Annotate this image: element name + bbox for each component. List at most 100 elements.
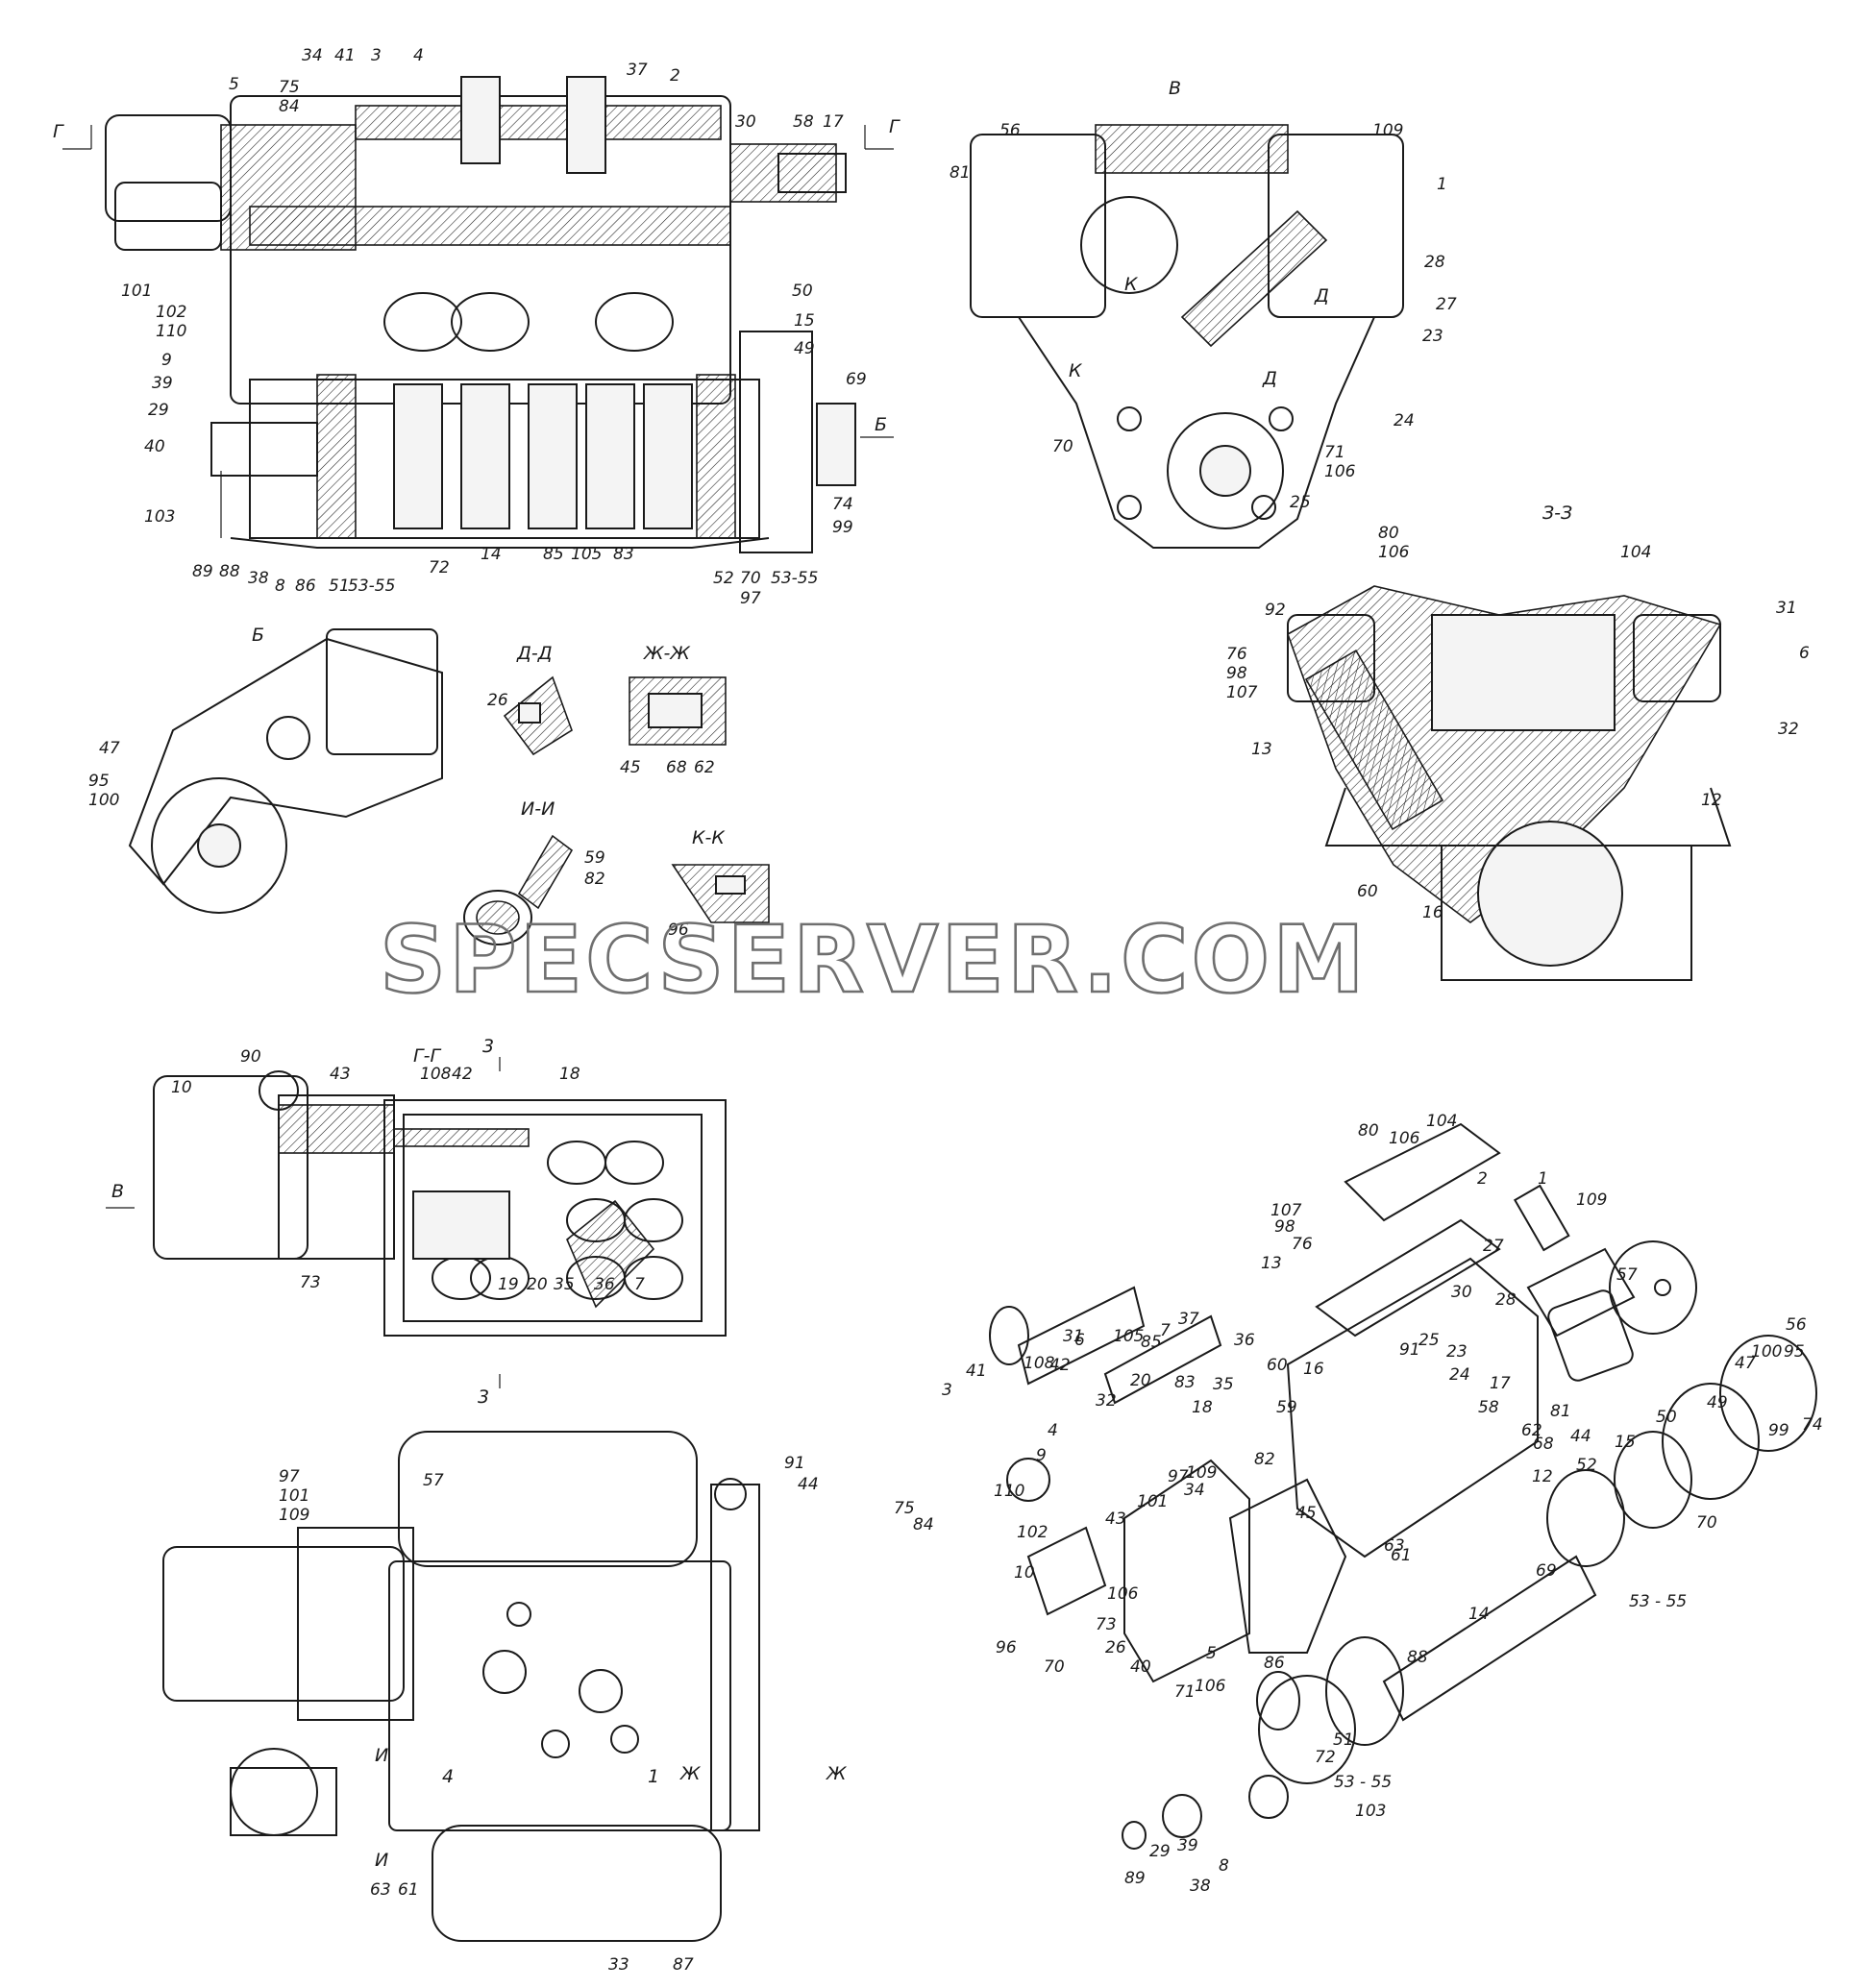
callout: 103 xyxy=(144,507,175,527)
callout: 20 xyxy=(527,1275,548,1294)
callout: 31 xyxy=(1776,599,1797,618)
section-kk-drawing xyxy=(671,864,770,923)
callout: 40 xyxy=(144,437,165,456)
callout: 69 xyxy=(1536,1561,1557,1581)
callout: 38 xyxy=(248,569,269,588)
callout: 97 xyxy=(740,589,761,608)
callout: 56 xyxy=(999,121,1021,140)
callout: 45 xyxy=(1295,1504,1317,1523)
callout: 90 xyxy=(240,1047,261,1067)
cylinder-number: 1 xyxy=(648,1766,659,1787)
callout: 95 xyxy=(88,772,110,791)
callout: 101 xyxy=(121,282,152,301)
section-title: Г-Г xyxy=(413,1045,441,1067)
callout: 81 xyxy=(1550,1402,1571,1421)
callout: 61 xyxy=(1391,1546,1412,1565)
callout: 43 xyxy=(1105,1509,1126,1529)
callout: 24 xyxy=(1394,411,1415,430)
callout: 101 xyxy=(1137,1492,1168,1511)
callout: 25 xyxy=(1290,493,1311,512)
view-marker: В xyxy=(111,1181,124,1202)
callout: 72 xyxy=(429,558,450,577)
callout: 26 xyxy=(487,691,508,710)
section-title: К-К xyxy=(692,827,726,848)
section-zz-callouts: З-З 80 106 104 92 76 98 107 13 31 6 32 1… xyxy=(1226,503,1810,922)
callout: 107 xyxy=(1270,1201,1302,1220)
callout: 59 xyxy=(584,848,605,868)
view-b-drawing xyxy=(128,628,443,914)
callout: 17 xyxy=(823,112,844,132)
callout: 34 xyxy=(302,46,323,65)
section-ii-drawing xyxy=(463,834,574,945)
callout: 108 xyxy=(420,1065,452,1084)
callout: 70 xyxy=(1052,437,1073,456)
section-title: Ж-Ж xyxy=(643,643,691,664)
callout: 15 xyxy=(794,311,815,331)
callout: 108 xyxy=(1024,1354,1055,1373)
callout: 10 xyxy=(1014,1563,1035,1583)
callout: 13 xyxy=(1251,740,1272,759)
section-title: Д-Д xyxy=(516,643,553,664)
section-marker: Г xyxy=(53,121,64,142)
callout: 52 xyxy=(713,569,734,588)
callout: 40 xyxy=(1130,1657,1151,1677)
callout: 106 xyxy=(1195,1677,1226,1696)
callout: 3 xyxy=(942,1381,952,1400)
callout: 50 xyxy=(792,282,813,301)
top-view-drawing xyxy=(162,1431,760,1942)
callout: 15 xyxy=(1615,1433,1636,1452)
section-marker: Д xyxy=(1262,368,1277,389)
section-title: И-И xyxy=(521,798,555,820)
callout: 104 xyxy=(1426,1112,1457,1131)
callout: 4 xyxy=(1048,1421,1058,1440)
callout: 103 xyxy=(1355,1802,1386,1821)
callout: 81 xyxy=(950,163,971,183)
callout: 44 xyxy=(1570,1427,1591,1446)
callout: 6 xyxy=(1074,1331,1085,1350)
callout: 109 xyxy=(1576,1190,1607,1210)
callout: 109 xyxy=(279,1506,309,1525)
callout: 6 xyxy=(1799,644,1810,663)
callout: 16 xyxy=(1303,1360,1324,1379)
callout: 18 xyxy=(1192,1398,1213,1417)
callout: 36 xyxy=(594,1275,615,1294)
callout: 47 xyxy=(1735,1354,1756,1373)
callout: 42 xyxy=(452,1065,473,1084)
callout: 27 xyxy=(1436,295,1457,314)
callout: 71 xyxy=(1174,1682,1196,1702)
callout: 91 xyxy=(1399,1340,1420,1360)
callout: 85 xyxy=(1141,1333,1162,1352)
callout: 92 xyxy=(1265,601,1286,620)
callout: 51 xyxy=(1333,1730,1354,1750)
section-marker: К xyxy=(1124,274,1139,295)
callout: 68 xyxy=(1533,1435,1554,1454)
callout: 49 xyxy=(1707,1393,1728,1412)
callout: 70 xyxy=(1044,1657,1065,1677)
callout: 62 xyxy=(694,758,715,777)
callout: 23 xyxy=(1422,327,1443,346)
callout: 33 xyxy=(608,1955,629,1975)
callout: 35 xyxy=(1213,1375,1234,1394)
callout: 30 xyxy=(735,112,756,132)
callout: 32 xyxy=(1778,720,1799,739)
callout: 99 xyxy=(832,518,853,537)
callout: 70 xyxy=(1696,1513,1717,1533)
callout: 107 xyxy=(1226,683,1258,702)
callout: 20 xyxy=(1130,1371,1151,1390)
callout: 51 xyxy=(329,577,350,596)
callout: 41 xyxy=(966,1362,987,1381)
callout: 2 xyxy=(670,66,680,86)
callout: 102 xyxy=(156,303,186,322)
section-marker: И xyxy=(375,1850,388,1871)
callout: 98 xyxy=(1274,1217,1295,1237)
callout: 4 xyxy=(413,46,424,65)
callout: 26 xyxy=(1105,1638,1126,1657)
callout: 8 xyxy=(275,577,285,596)
callout: 7 xyxy=(634,1275,645,1294)
callout: 109 xyxy=(1372,121,1403,140)
exploded-view-drawing xyxy=(989,1122,1817,1850)
cylinder-number: 4 xyxy=(442,1766,454,1787)
section-marker: Ж xyxy=(826,1763,848,1784)
callout: 12 xyxy=(1532,1467,1553,1486)
callout: 57 xyxy=(1616,1265,1638,1285)
